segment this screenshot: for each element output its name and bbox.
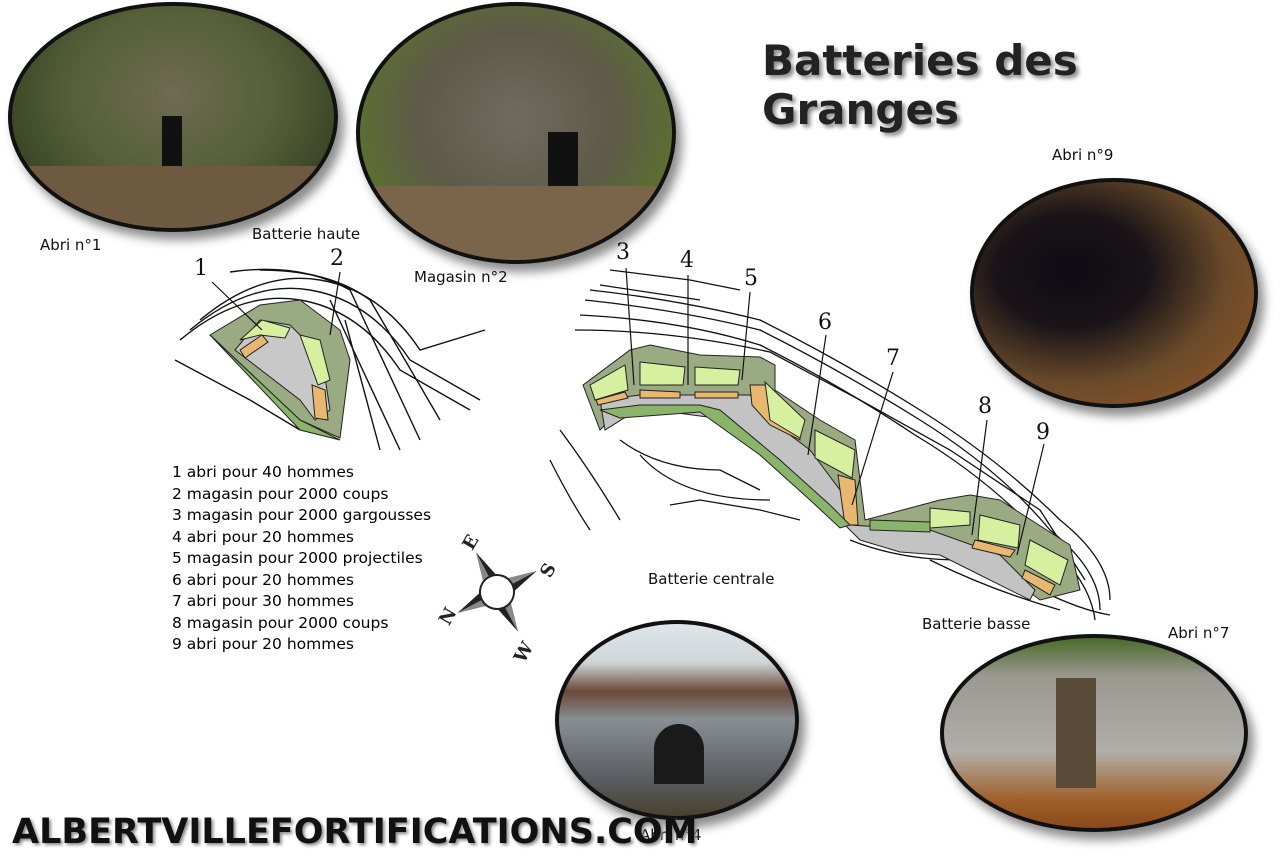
photo-abri-7 bbox=[940, 634, 1248, 832]
caption-abri-1: Abri n°1 bbox=[40, 236, 102, 254]
photo-abri-1 bbox=[8, 2, 338, 232]
batterie-centrale-plan bbox=[582, 344, 1081, 601]
photo-abri-9 bbox=[970, 178, 1258, 408]
map-number-6: 6 bbox=[818, 310, 832, 335]
legend-item: 7 abri pour 30 hommes bbox=[172, 592, 354, 610]
caption-abri-7: Abri n°7 bbox=[1168, 624, 1230, 642]
page-title: Batteries des Granges bbox=[762, 36, 1078, 134]
map-number-5: 5 bbox=[744, 266, 758, 291]
section-label-basse: Batterie basse bbox=[922, 615, 1031, 633]
legend-item: 6 abri pour 20 hommes bbox=[172, 570, 354, 589]
legend-item: 4 abri pour 20 hommes bbox=[172, 527, 354, 546]
leader-lines bbox=[211, 267, 1045, 556]
caption-magasin-2: Magasin n°2 bbox=[414, 268, 508, 286]
map-number-2: 2 bbox=[330, 246, 344, 271]
batterie-haute-plan bbox=[209, 299, 351, 441]
map-number-1: 1 bbox=[194, 256, 208, 281]
caption-abri-4: Abri n°4 bbox=[640, 826, 702, 844]
map-number-3: 3 bbox=[616, 240, 630, 265]
legend-item: 3 magasin pour 2000 gargousses bbox=[172, 506, 432, 524]
legend-item: 9 abri pour 20 hommes bbox=[172, 635, 354, 653]
legend: 1 abri pour 40 hommes 2 magasin pour 200… bbox=[172, 462, 431, 656]
map-number-7: 7 bbox=[886, 346, 900, 371]
legend-item: 5 magasin pour 2000 projectiles bbox=[172, 549, 423, 567]
map-number-9: 9 bbox=[1036, 420, 1050, 445]
photo-abri-4 bbox=[555, 620, 799, 820]
legend-item: 1 abri pour 40 hommes bbox=[172, 463, 354, 481]
website-watermark: ALBERTVILLEFORTIFICATIONS.COM bbox=[12, 812, 698, 852]
section-label-haute: Batterie haute bbox=[252, 225, 361, 243]
contour-lines-haute bbox=[174, 268, 486, 451]
map-number-8: 8 bbox=[978, 394, 992, 419]
legend-item: 2 magasin pour 2000 coups bbox=[172, 484, 389, 503]
map-number-4: 4 bbox=[680, 248, 694, 273]
legend-item: 8 magasin pour 2000 coups bbox=[172, 613, 389, 632]
compass-rose bbox=[457, 552, 537, 632]
photo-magasin-2 bbox=[356, 2, 676, 264]
caption-abri-9: Abri n°9 bbox=[1052, 146, 1114, 164]
section-label-centrale: Batterie centrale bbox=[648, 570, 775, 588]
